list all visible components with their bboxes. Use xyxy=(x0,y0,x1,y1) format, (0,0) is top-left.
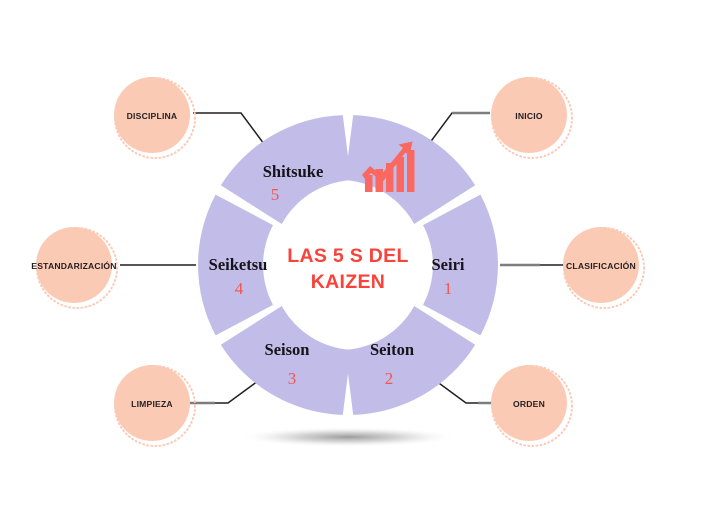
growth-chart-arrow-icon xyxy=(362,141,415,192)
segment-number-seiketsu: 4 xyxy=(235,279,244,298)
segment-label-seiton: Seiton xyxy=(370,340,414,359)
segment-number-seiton: 2 xyxy=(385,369,394,388)
segment-label-shitsuke: Shitsuke xyxy=(263,162,324,181)
node-label-disciplina: DISCIPLINA xyxy=(127,111,178,121)
node-clasificacion[interactable]: CLASIFICACIÓN xyxy=(563,227,645,309)
node-circle-inicio xyxy=(491,77,567,153)
connector-lines xyxy=(120,111,568,405)
segment-number-shitsuke: 5 xyxy=(271,185,280,204)
node-circle-limpieza xyxy=(114,365,190,441)
node-label-limpieza: LIMPIEZA xyxy=(131,399,173,409)
connector-disciplina xyxy=(193,112,271,153)
node-circle-estandarizacion xyxy=(36,227,112,303)
center-title-line1: LAS 5 S DEL xyxy=(287,245,408,267)
segment-number-seiri: 1 xyxy=(444,279,453,298)
segment-number-seison: 3 xyxy=(288,369,297,388)
donut-drop-shadow xyxy=(238,427,458,447)
node-label-clasificacion: CLASIFICACIÓN xyxy=(566,260,636,271)
node-estandarizacion[interactable]: ESTANDARIZACIÓN xyxy=(31,227,118,309)
segment-seiketsu[interactable] xyxy=(198,194,273,336)
node-label-estandarizacion: ESTANDARIZACIÓN xyxy=(31,260,116,271)
segment-shitsuke[interactable] xyxy=(220,115,351,224)
segment-seison[interactable] xyxy=(220,306,351,415)
center-title-line2: KAIZEN xyxy=(311,271,385,293)
segment-seiri[interactable] xyxy=(423,194,498,336)
segment-label-seiketsu: Seiketsu xyxy=(209,255,268,274)
segment-label-seison: Seison xyxy=(265,340,310,359)
connector-limpieza xyxy=(190,377,263,404)
node-circle-orden xyxy=(491,365,567,441)
node-limpieza[interactable]: LIMPIEZA xyxy=(114,365,196,447)
node-label-inicio: INICIO xyxy=(515,111,543,121)
segment-seiton[interactable] xyxy=(345,306,476,415)
outer-nodes: INICIO CLASIFICACIÓN ORDEN LIMPIEZA xyxy=(31,77,645,447)
segment-labels: Seiri 1 Seiton 2 Seison 3 Seiketsu 4 Shi… xyxy=(209,162,465,388)
node-disciplina[interactable]: DISCIPLINA xyxy=(114,77,196,159)
node-label-orden: ORDEN xyxy=(513,399,545,409)
node-circle-clasificacion xyxy=(563,227,639,303)
node-inicio[interactable]: INICIO xyxy=(491,77,573,159)
segment-label-seiri: Seiri xyxy=(432,255,465,274)
node-circle-disciplina xyxy=(114,77,190,153)
node-orden[interactable]: ORDEN xyxy=(491,365,573,447)
